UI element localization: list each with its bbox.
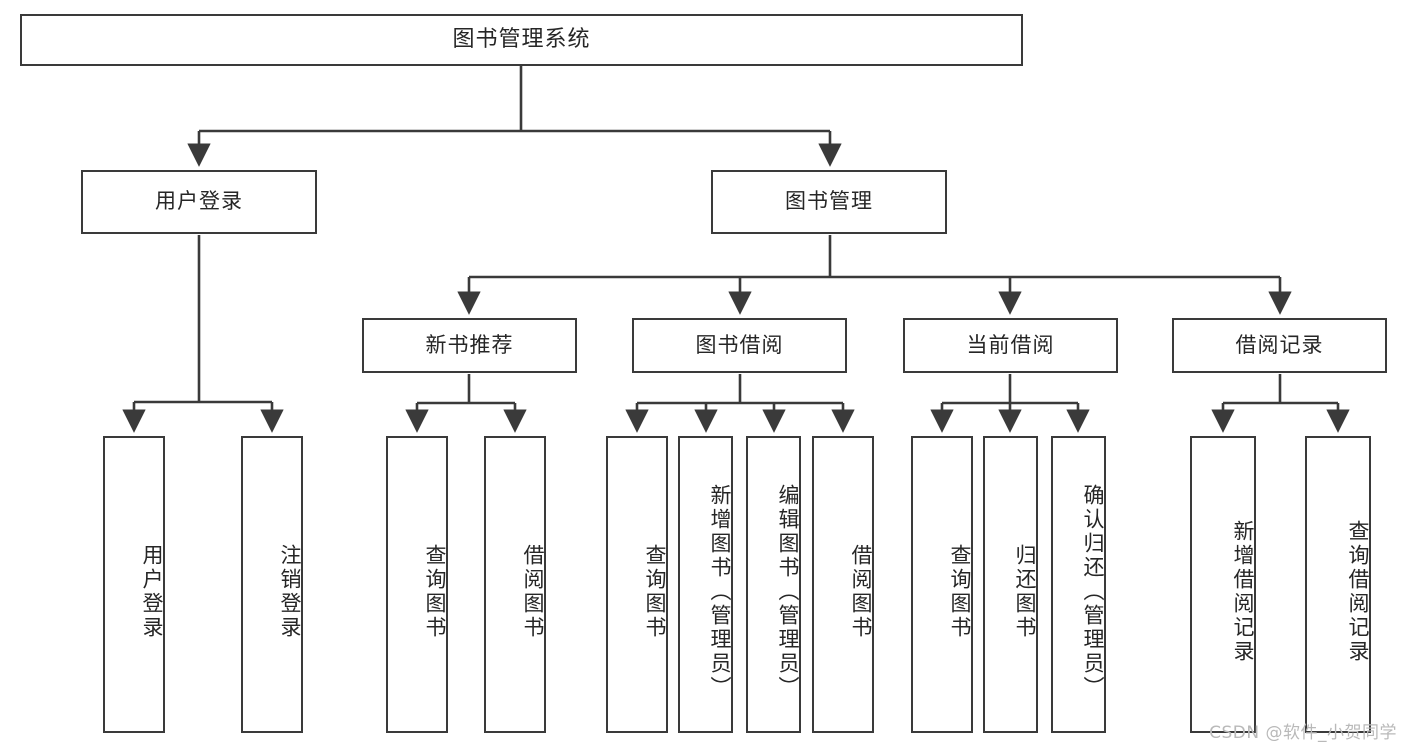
node-label: 新增借阅记录 [1231, 519, 1255, 664]
node-label: 借阅图书 [521, 543, 545, 640]
node-leaf-query-book-recommend[interactable]: 查询图书 [386, 436, 448, 733]
node-leaf-query-book-current[interactable]: 查询图书 [911, 436, 973, 733]
node-label: 查询图书 [423, 543, 447, 640]
node-label: 用户登录 [155, 189, 243, 214]
node-label: 编辑图书（管理员） [776, 483, 800, 700]
node-label: 当前借阅 [966, 332, 1055, 357]
node-current-borrow[interactable]: 当前借阅 [903, 318, 1118, 373]
node-label: 新书推荐 [425, 332, 514, 357]
node-leaf-add-borrow-record[interactable]: 新增借阅记录 [1190, 436, 1256, 733]
node-leaf-return-book[interactable]: 归还图书 [983, 436, 1038, 733]
node-label: 借阅图书 [849, 543, 873, 640]
node-label: 图书管理 [785, 189, 873, 214]
node-leaf-edit-book[interactable]: 编辑图书（管理员） [746, 436, 801, 733]
node-new-book-recommend[interactable]: 新书推荐 [362, 318, 577, 373]
node-label: 查询图书 [643, 543, 667, 640]
node-label: 图书借阅 [695, 332, 784, 357]
node-leaf-borrow-book[interactable]: 借阅图书 [812, 436, 874, 733]
node-label: 用户登录 [140, 543, 164, 640]
node-label: 归还图书 [1013, 543, 1037, 640]
node-label: 借阅记录 [1235, 332, 1324, 357]
node-leaf-query-book-borrow[interactable]: 查询图书 [606, 436, 668, 733]
node-label: 图书管理系统 [452, 26, 591, 52]
node-label: 注销登录 [278, 543, 302, 640]
node-book-management[interactable]: 图书管理 [711, 170, 947, 234]
node-label: 查询借阅记录 [1346, 519, 1370, 664]
node-label: 新增图书（管理员） [708, 483, 732, 700]
watermark-text: CSDN @软件_小贺同学 [1209, 723, 1397, 743]
node-label: 查询图书 [948, 543, 972, 640]
node-borrow-record[interactable]: 借阅记录 [1172, 318, 1387, 373]
node-leaf-confirm-return[interactable]: 确认归还（管理员） [1051, 436, 1106, 733]
node-leaf-logout-login[interactable]: 注销登录 [241, 436, 303, 733]
node-leaf-query-borrow-record[interactable]: 查询借阅记录 [1305, 436, 1371, 733]
node-label: 确认归还（管理员） [1081, 483, 1105, 700]
node-leaf-add-book[interactable]: 新增图书（管理员） [678, 436, 733, 733]
node-leaf-user-login[interactable]: 用户登录 [103, 436, 165, 733]
node-book-borrow[interactable]: 图书借阅 [632, 318, 847, 373]
node-root-book-management-system[interactable]: 图书管理系统 [20, 14, 1023, 66]
node-user-login[interactable]: 用户登录 [81, 170, 317, 234]
node-leaf-borrow-book-recommend[interactable]: 借阅图书 [484, 436, 546, 733]
